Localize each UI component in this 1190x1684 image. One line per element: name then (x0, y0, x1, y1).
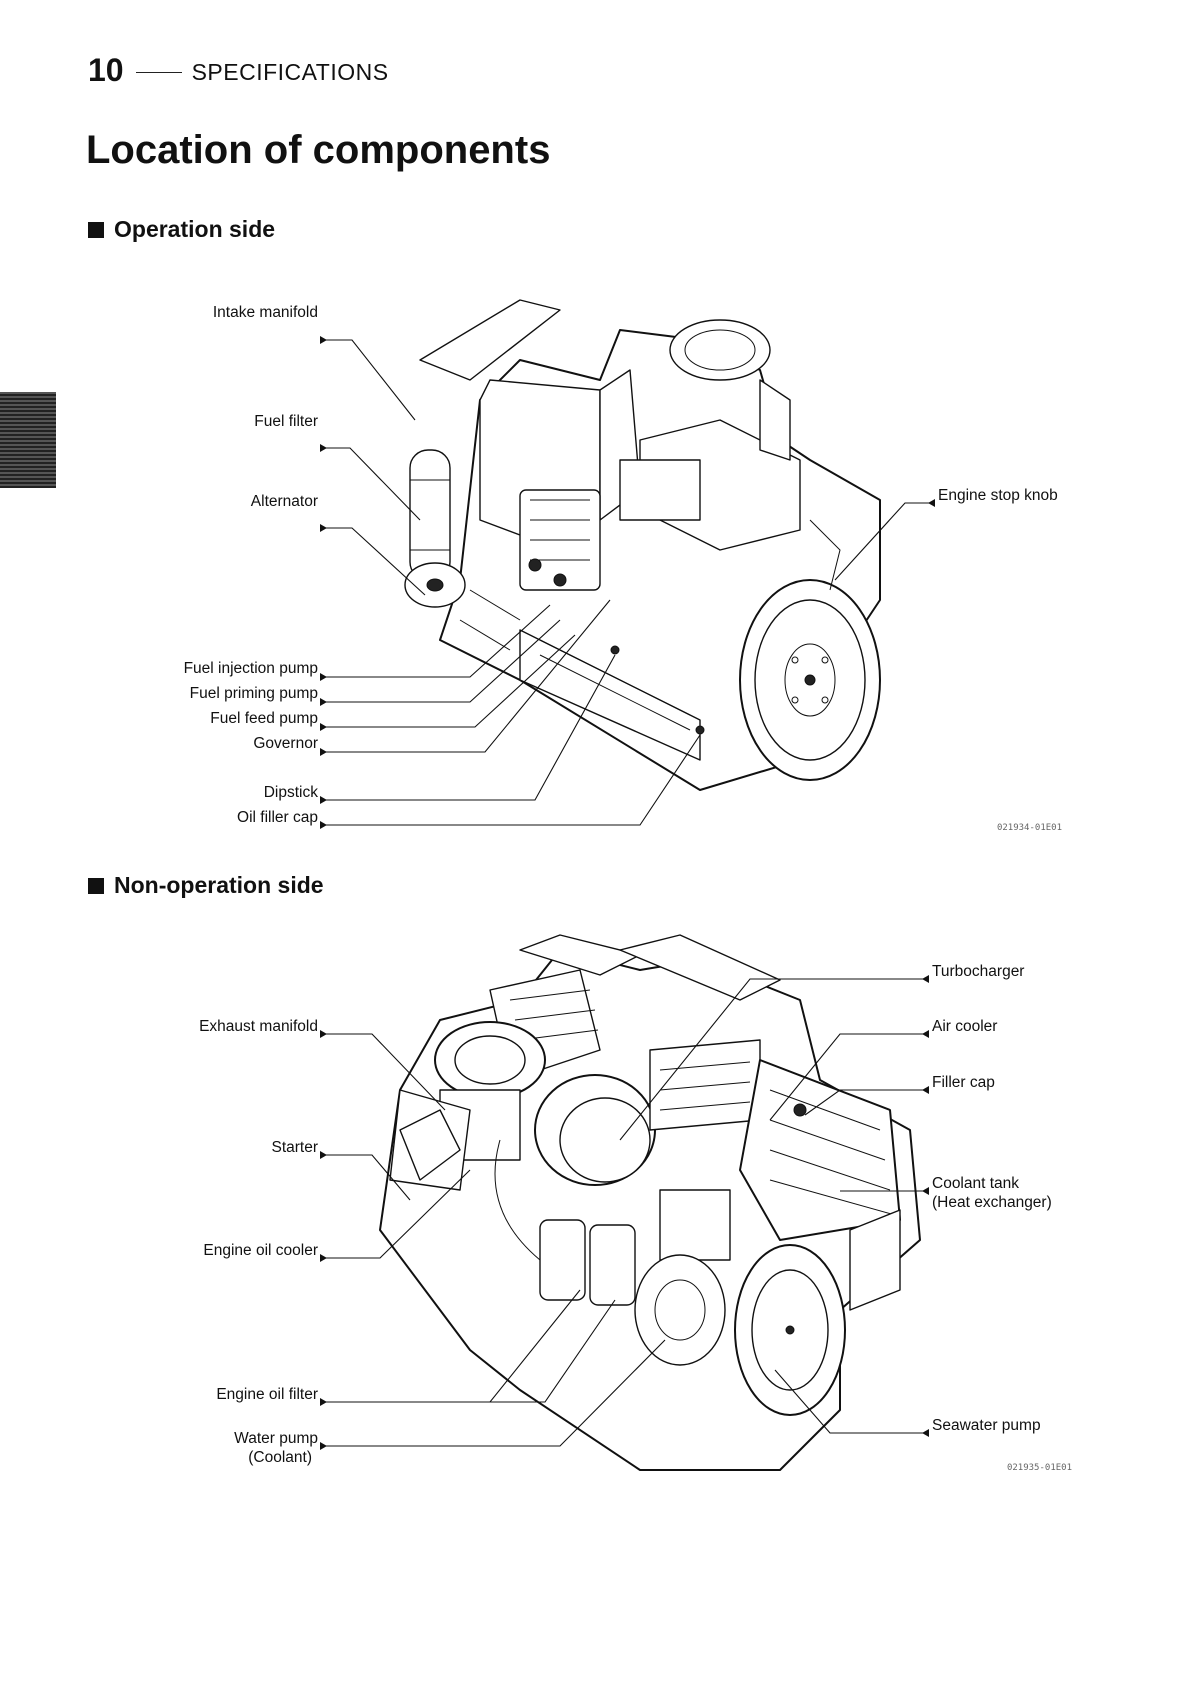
label-engine-oil-cooler: Engine oil cooler (203, 1242, 318, 1259)
non-operation-side-heading-text: Non-operation side (114, 872, 324, 898)
operation-side-leaders (320, 336, 935, 829)
operation-side-labels: Intake manifold Fuel filter Alternator F… (184, 304, 1062, 833)
triangle-arrow-icon (320, 748, 327, 756)
label-water-pump-sub: (Coolant) (248, 1449, 312, 1466)
triangle-arrow-icon (922, 1086, 929, 1094)
label-fuel-priming-pump: Fuel priming pump (190, 685, 318, 702)
triangle-arrow-icon (320, 1030, 327, 1038)
triangle-arrow-icon (922, 1429, 929, 1437)
engine-drawing-non-operation-side (379, 934, 921, 1471)
label-intake-manifold: Intake manifold (213, 304, 318, 321)
non-operation-side-leaders (320, 975, 929, 1450)
operation-side-heading-text: Operation side (114, 216, 276, 242)
triangle-arrow-icon (320, 1151, 327, 1159)
triangle-arrow-icon (320, 336, 327, 344)
triangle-arrow-icon (928, 499, 935, 507)
label-governor: Governor (253, 735, 318, 752)
triangle-arrow-icon (320, 1398, 327, 1406)
figure-code: 021935-01E01 (1007, 1463, 1072, 1473)
operation-side-figure: Intake manifold Fuel filter Alternator F… (184, 299, 1062, 833)
label-fuel-injection-pump: Fuel injection pump (184, 660, 318, 677)
triangle-arrow-icon (922, 975, 929, 983)
operation-side-heading: Operation side (88, 216, 275, 243)
non-operation-side-heading: Non-operation side (88, 872, 324, 899)
non-operation-side-figure: Turbocharger Air cooler Filler cap Coola… (199, 934, 1072, 1473)
triangle-arrow-icon (320, 673, 327, 681)
label-air-cooler: Air cooler (932, 1018, 997, 1035)
section-name: SPECIFICATIONS (191, 59, 389, 85)
label-fuel-filter: Fuel filter (254, 413, 318, 430)
triangle-arrow-icon (320, 524, 327, 532)
label-filler-cap: Filler cap (932, 1074, 995, 1091)
label-water-pump: Water pump (234, 1430, 318, 1447)
engine-drawing-operation-side (404, 299, 881, 791)
triangle-arrow-icon (922, 1187, 929, 1195)
label-oil-filler-cap: Oil filler cap (237, 809, 318, 826)
triangle-arrow-icon (320, 1442, 327, 1450)
label-coolant-tank: Coolant tank (932, 1175, 1019, 1192)
header-rule (135, 71, 182, 74)
label-exhaust-manifold: Exhaust manifold (199, 1018, 318, 1035)
label-seawater-pump: Seawater pump (932, 1417, 1041, 1434)
figure-code: 021934-01E01 (997, 823, 1062, 833)
non-operation-side-labels: Turbocharger Air cooler Filler cap Coola… (199, 963, 1072, 1473)
page-title: Location of components (86, 128, 551, 172)
label-turbocharger: Turbocharger (932, 963, 1024, 980)
square-bullet-icon (88, 221, 104, 238)
triangle-arrow-icon (320, 821, 327, 829)
page-header: 10 SPECIFICATIONS (88, 52, 389, 89)
triangle-arrow-icon (320, 698, 327, 706)
chapter-tab-marker (0, 392, 56, 488)
label-engine-stop-knob: Engine stop knob (938, 487, 1058, 504)
triangle-arrow-icon (922, 1030, 929, 1038)
label-coolant-tank-sub: (Heat exchanger) (932, 1194, 1052, 1211)
label-starter: Starter (271, 1139, 318, 1156)
triangle-arrow-icon (320, 796, 327, 804)
label-alternator: Alternator (251, 493, 318, 510)
triangle-arrow-icon (320, 723, 327, 731)
label-fuel-feed-pump: Fuel feed pump (210, 710, 318, 727)
label-engine-oil-filter: Engine oil filter (216, 1386, 318, 1403)
label-dipstick: Dipstick (264, 784, 319, 801)
triangle-arrow-icon (320, 1254, 327, 1262)
triangle-arrow-icon (320, 444, 327, 452)
page-number: 10 (88, 52, 124, 88)
square-bullet-icon (88, 877, 104, 894)
